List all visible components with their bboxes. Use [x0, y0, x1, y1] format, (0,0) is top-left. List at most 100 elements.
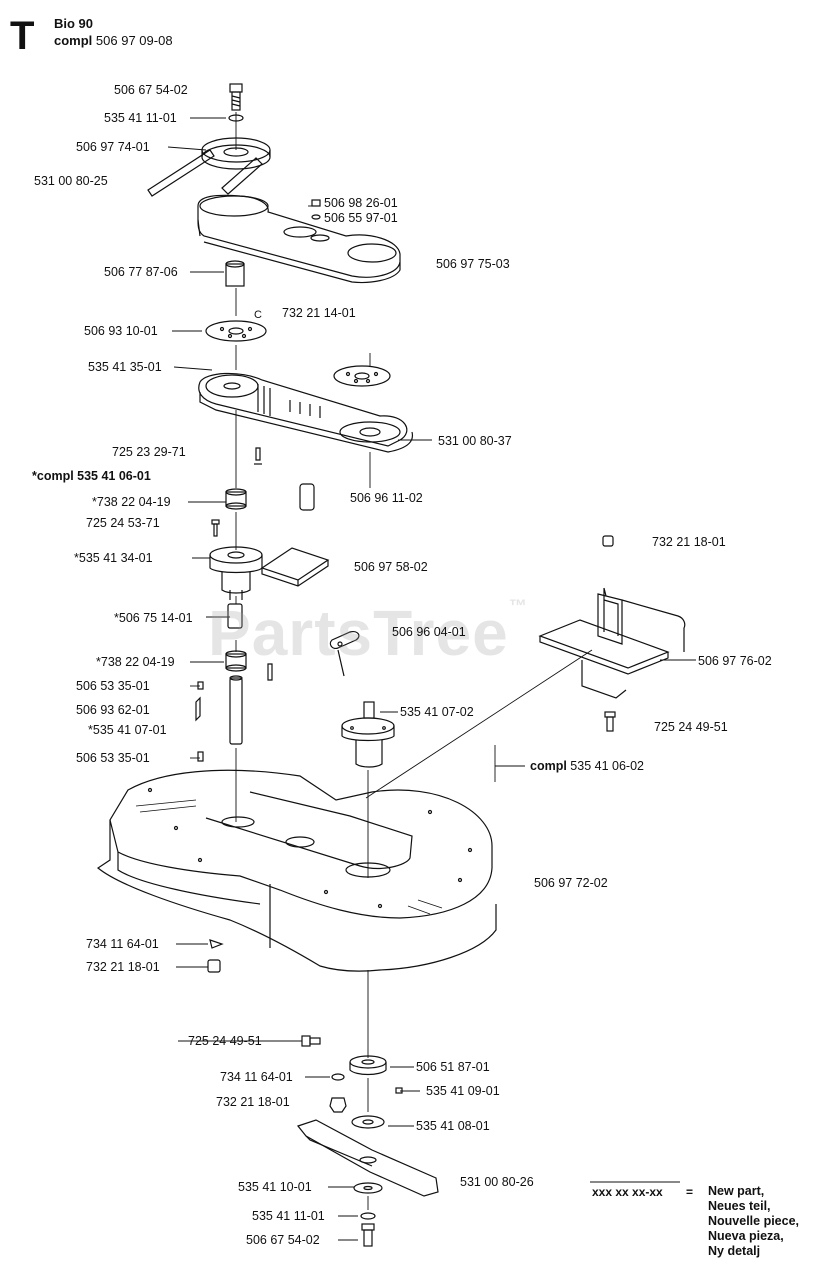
part-label[interactable]: 506 97 58-02 — [354, 560, 428, 574]
top-washer — [228, 114, 244, 122]
legend-item: New part, — [708, 1184, 765, 1198]
part-label[interactable]: 725 24 53-71 — [86, 516, 160, 530]
part-label[interactable]: *535 41 34-01 — [74, 551, 153, 565]
bushing-1 — [225, 488, 247, 510]
part-label[interactable]: 531 00 80-37 — [438, 434, 512, 448]
washer-535-41-11 — [360, 1212, 376, 1220]
part-label[interactable]: 531 00 80-26 — [460, 1175, 534, 1189]
long-shaft — [229, 675, 243, 745]
upper-cover — [197, 194, 401, 284]
bracket-506-97-76 — [538, 587, 686, 699]
pin-set — [195, 663, 273, 762]
part-label[interactable]: 732 21 18-01 — [216, 1095, 290, 1109]
part-label[interactable]: 725 24 49-51 — [654, 720, 728, 734]
clip-734-11-64-lower — [331, 1073, 345, 1081]
clip-734-11-64-left — [209, 939, 224, 949]
bushing-2 — [225, 650, 247, 672]
watermark: PartsTree™ — [208, 596, 528, 670]
part-label[interactable]: 506 97 72-02 — [534, 876, 608, 890]
nut-732-21-18-left — [207, 959, 221, 973]
bolt-small-1 — [211, 519, 220, 537]
part-label[interactable]: 535 41 11-01 — [252, 1209, 325, 1223]
part-label[interactable]: 535 41 11-01 — [104, 111, 177, 125]
part-label[interactable]: 535 41 09-01 — [426, 1084, 500, 1098]
small-c-clip: C — [254, 309, 262, 321]
legend-item: Nouvelle piece, — [708, 1214, 800, 1228]
part-label[interactable]: 734 11 64-01 — [220, 1070, 293, 1084]
legend-item: Ny detalj — [708, 1244, 761, 1258]
top-bolt — [229, 83, 243, 111]
watermark-tm: ™ — [508, 596, 528, 616]
model-name: Bio 90 — [54, 16, 94, 31]
tab-506-96-04 — [329, 631, 360, 649]
bolt-506-67-54 — [361, 1223, 375, 1247]
bracket-506-97-58 — [260, 547, 330, 587]
hub-535-41-34 — [209, 546, 263, 600]
pulley-and-belt — [147, 137, 271, 197]
mower-blade — [296, 1119, 439, 1197]
part-label[interactable]: 506 97 74-01 — [76, 140, 150, 154]
sleeve-2 — [227, 603, 243, 629]
spacer-tube — [225, 260, 245, 287]
compl-prefix-2: compl — [530, 759, 567, 773]
part-label[interactable]: 506 51 87-01 — [416, 1060, 490, 1074]
sleeve-1 — [299, 483, 315, 511]
part-label[interactable]: 531 00 80-25 — [34, 174, 108, 188]
part-label[interactable]: 725 24 49-51 — [188, 1034, 262, 1048]
part-label[interactable]: 732 21 18-01 — [652, 535, 726, 549]
part-label[interactable]: 732 21 14-01 — [282, 306, 356, 320]
part-label[interactable]: 535 41 10-01 — [238, 1180, 312, 1194]
part-label[interactable]: 506 98 26-01 — [324, 196, 398, 210]
part-label[interactable]: 535 41 07-02 — [400, 705, 474, 719]
axis-lines — [235, 112, 371, 1210]
pin-535-41-09 — [395, 1087, 403, 1094]
small-pin — [254, 447, 262, 465]
part-label-compl[interactable]: compl 535 41 06-02 — [530, 759, 644, 773]
part-label[interactable]: 506 96 11-02 — [350, 491, 423, 505]
part-label[interactable]: 506 77 87-06 — [104, 265, 178, 279]
compl-number: 506 97 09-08 — [95, 33, 173, 48]
small-screw-cover — [311, 199, 321, 220]
part-label[interactable]: 506 97 76-02 — [698, 654, 772, 668]
part-label[interactable]: 506 53 35-01 — [76, 679, 150, 693]
gear-plate-1 — [205, 320, 267, 342]
gear-plate-2 — [333, 365, 391, 387]
legend-list: New part, Neues teil, Nouvelle piece, Nu… — [708, 1184, 799, 1259]
hub-506-51-87 — [349, 1055, 387, 1076]
part-label[interactable]: *535 41 07-01 — [88, 723, 167, 737]
part-label[interactable]: *compl 535 41 06-01 — [32, 469, 151, 483]
washer-535-41-10 — [353, 1182, 383, 1194]
part-label[interactable]: *738 22 04-19 — [92, 495, 171, 509]
legend-code: xxx xx xx-xx — [592, 1185, 663, 1199]
part-label[interactable]: *738 22 04-19 — [96, 655, 175, 669]
leader-lines — [167, 117, 696, 1241]
part-label[interactable]: 506 93 62-01 — [76, 703, 150, 717]
nut-732-21-18-lower — [329, 1097, 347, 1113]
part-label[interactable]: 732 21 18-01 — [86, 960, 160, 974]
assembly-number: compl 506 97 09-08 — [54, 33, 173, 48]
spindle-535-41-07 — [341, 701, 395, 768]
nut-732-21-18 — [602, 535, 614, 547]
part-label[interactable]: 506 97 75-03 — [436, 257, 510, 271]
bolt-725-24-49 — [604, 711, 616, 732]
part-label[interactable]: 535 41 08-01 — [416, 1119, 490, 1133]
part-label[interactable]: 506 53 35-01 — [76, 751, 150, 765]
part-label[interactable]: 725 23 29-71 — [112, 445, 186, 459]
part-label[interactable]: 506 67 54-02 — [246, 1233, 320, 1247]
part-label[interactable]: 506 67 54-02 — [114, 83, 188, 97]
compl-number-2: 535 41 06-02 — [570, 759, 644, 773]
part-label[interactable]: 506 96 04-01 — [392, 625, 466, 639]
part-label[interactable]: *506 75 14-01 — [114, 611, 193, 625]
part-label[interactable]: 734 11 64-01 — [86, 937, 159, 951]
part-label[interactable]: 506 93 10-01 — [84, 324, 158, 338]
part-label[interactable]: 506 55 97-01 — [324, 211, 398, 225]
watermark-text: PartsTree — [208, 597, 509, 669]
washer-535-41-08 — [351, 1115, 385, 1129]
legend-item: Neues teil, — [708, 1199, 771, 1213]
part-label[interactable]: 535 41 35-01 — [88, 360, 162, 374]
mower-deck — [96, 769, 497, 972]
compl-prefix: compl — [54, 33, 93, 48]
legend-item: Nueva pieza, — [708, 1229, 784, 1243]
legend-equals: = — [686, 1185, 694, 1199]
